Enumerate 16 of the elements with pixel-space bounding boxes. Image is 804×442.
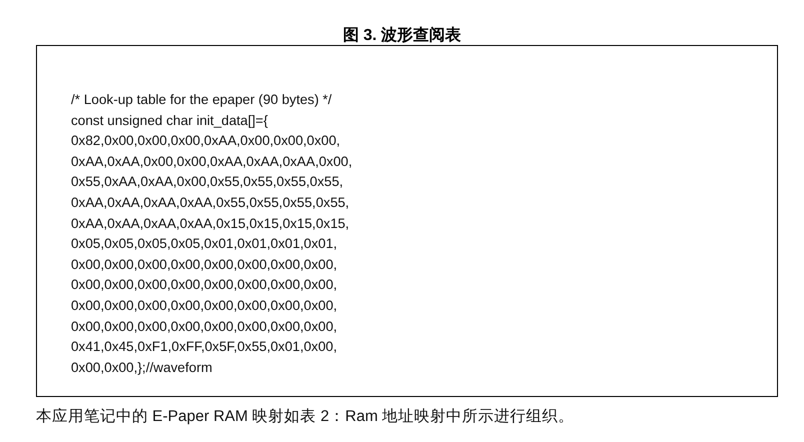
code-line: 0x00,0x00,0x00,0x00,0x00,0x00,0x00,0x00,: [71, 296, 338, 315]
code-line: 0x05,0x05,0x05,0x05,0x01,0x01,0x01,0x01,: [71, 235, 338, 254]
code-line: const unsigned char init_data[]={: [71, 112, 268, 130]
code-line: 0x00,0x00,};//waveform: [71, 358, 212, 377]
code-line: 0xAA,0xAA,0xAA,0xAA,0x15,0x15,0x15,0x15,: [71, 214, 350, 233]
code-line: 0x00,0x00,0x00,0x00,0x00,0x00,0x00,0x00,: [71, 318, 338, 336]
code-line: /* Look-up table for the epaper (90 bytes) */: [71, 91, 332, 109]
code-line: 0x55,0xAA,0xAA,0x00,0x55,0x55,0x55,0x55,: [71, 173, 344, 192]
code-line: 0x41,0x45,0xF1,0xFF,0x5F,0x55,0x01,0x00,: [71, 338, 337, 356]
code-line: 0x82,0x00,0x00,0x00,0xAA,0x00,0x00,0x00,: [71, 132, 340, 150]
figure-title: 图 3. 波形查阅表: [342, 26, 462, 46]
caption: 本应用笔记中的 E-Paper RAM 映射如表 2：Ram 地址映射中所示进行组织。: [36, 407, 574, 427]
code-line: 0xAA,0xAA,0xAA,0xAA,0x55,0x55,0x55,0x55,: [71, 194, 350, 212]
code-line: 0xAA,0xAA,0x00,0x00,0xAA,0xAA,0xAA,0x00,: [71, 152, 352, 171]
code-line: 0x00,0x00,0x00,0x00,0x00,0x00,0x00,0x00,: [71, 256, 338, 274]
code-line: 0x00,0x00,0x00,0x00,0x00,0x00,0x00,0x00,: [71, 276, 338, 294]
